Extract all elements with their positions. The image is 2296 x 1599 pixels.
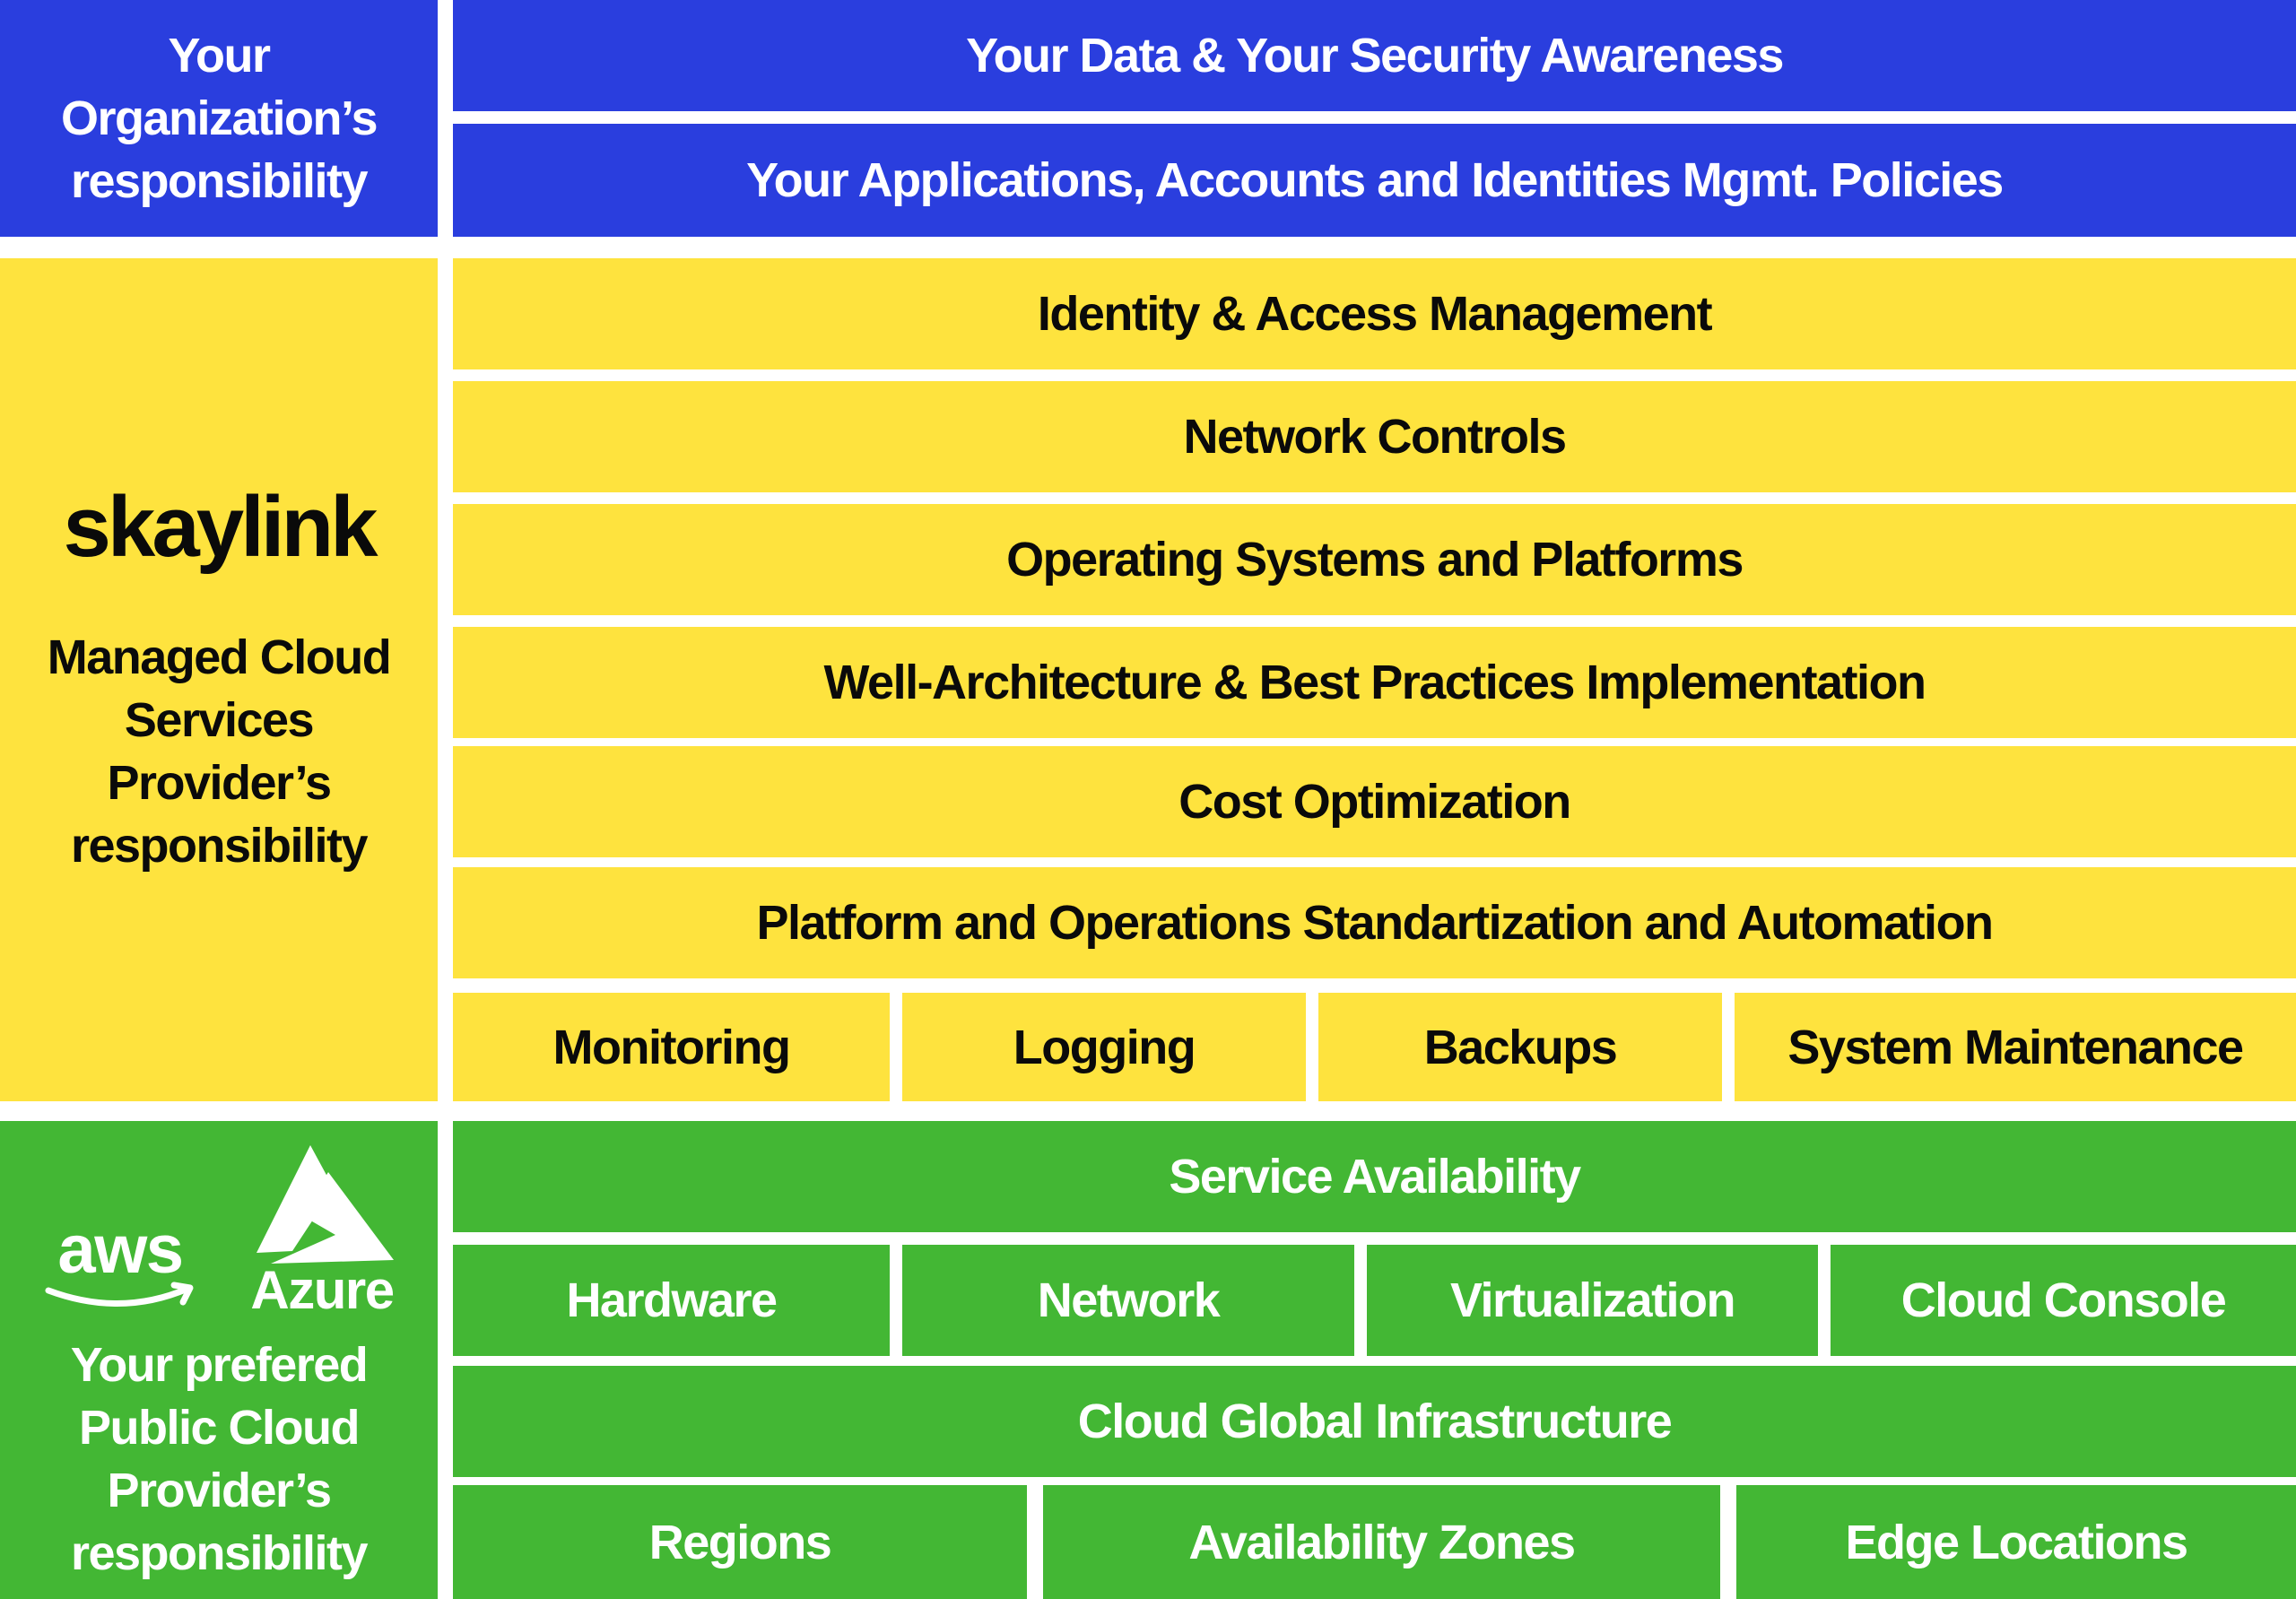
- aws-logo-icon: aws: [45, 1217, 194, 1307]
- cell-system-maintenance: System Maintenance: [1735, 993, 2296, 1101]
- cell-edge-locations: Edge Locations: [1736, 1485, 2296, 1599]
- public-cloud-label-line: responsibility: [70, 1525, 369, 1580]
- cloud-provider-logos: aws Azure: [39, 1136, 398, 1316]
- cell-hardware: Hardware: [453, 1245, 890, 1356]
- managed-services-responsibility-label: skaylink Managed Cloud Services Provider…: [0, 258, 438, 1101]
- cell-logging: Logging: [902, 993, 1306, 1101]
- public-cloud-label-line: Provider’s: [107, 1463, 332, 1517]
- public-cloud-label-line: Your prefered: [70, 1337, 369, 1392]
- managed-label-line: Provider’s: [107, 756, 332, 810]
- row-well-architecture: Well-Architecture & Best Practices Imple…: [453, 627, 2296, 738]
- cell-virtualization: Virtualization: [1367, 1245, 1818, 1356]
- organization-label-line: Organization’s: [60, 91, 378, 145]
- row-network-controls: Network Controls: [453, 381, 2296, 492]
- row-applications-accounts-identities: Your Applications, Accounts and Identiti…: [453, 124, 2296, 237]
- cell-network: Network: [902, 1245, 1354, 1356]
- row-data-security-awareness: Your Data & Your Security Awareness: [453, 0, 2296, 111]
- organization-responsibility-label: Your Organization’s responsibility: [0, 0, 438, 237]
- row-operating-systems-platforms: Operating Systems and Platforms: [453, 504, 2296, 615]
- aws-logo-text: aws: [57, 1217, 182, 1288]
- public-cloud-label-line: Public Cloud: [79, 1400, 361, 1455]
- managed-label-line: Services: [124, 693, 315, 747]
- organization-label-line: responsibility: [70, 154, 369, 208]
- managed-label-line: responsibility: [70, 819, 369, 873]
- row-cloud-global-infrastructure: Cloud Global Infrastructure: [453, 1366, 2296, 1477]
- managed-label-line: Managed Cloud: [47, 630, 392, 684]
- azure-logo-text: Azure: [250, 1260, 393, 1316]
- cell-regions: Regions: [453, 1485, 1027, 1599]
- skaylink-logo: skaylink: [63, 479, 378, 575]
- cell-backups: Backups: [1318, 993, 1722, 1101]
- cell-cloud-console: Cloud Console: [1831, 1245, 2296, 1356]
- row-identity-access-management: Identity & Access Management: [453, 258, 2296, 369]
- azure-logo-icon: Azure: [250, 1144, 395, 1316]
- row-cost-optimization: Cost Optimization: [453, 746, 2296, 857]
- row-service-availability: Service Availability: [453, 1121, 2296, 1232]
- row-platform-operations-automation: Platform and Operations Standartization …: [453, 867, 2296, 978]
- public-cloud-responsibility-label: aws Azure Your prefered Public Cloud Pro…: [0, 1121, 438, 1599]
- cell-availability-zones: Availability Zones: [1043, 1485, 1720, 1599]
- cell-monitoring: Monitoring: [453, 993, 890, 1101]
- organization-label-line: Your: [168, 29, 272, 83]
